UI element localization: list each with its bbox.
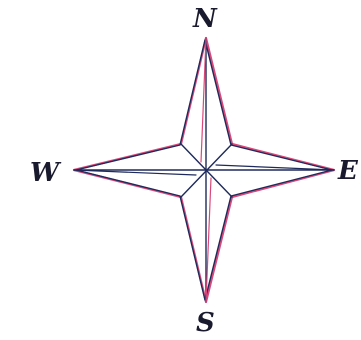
north-label: N (193, 6, 217, 32)
west-label: W (30, 160, 59, 186)
south-label: S (196, 310, 215, 336)
east-label: E (338, 158, 358, 184)
